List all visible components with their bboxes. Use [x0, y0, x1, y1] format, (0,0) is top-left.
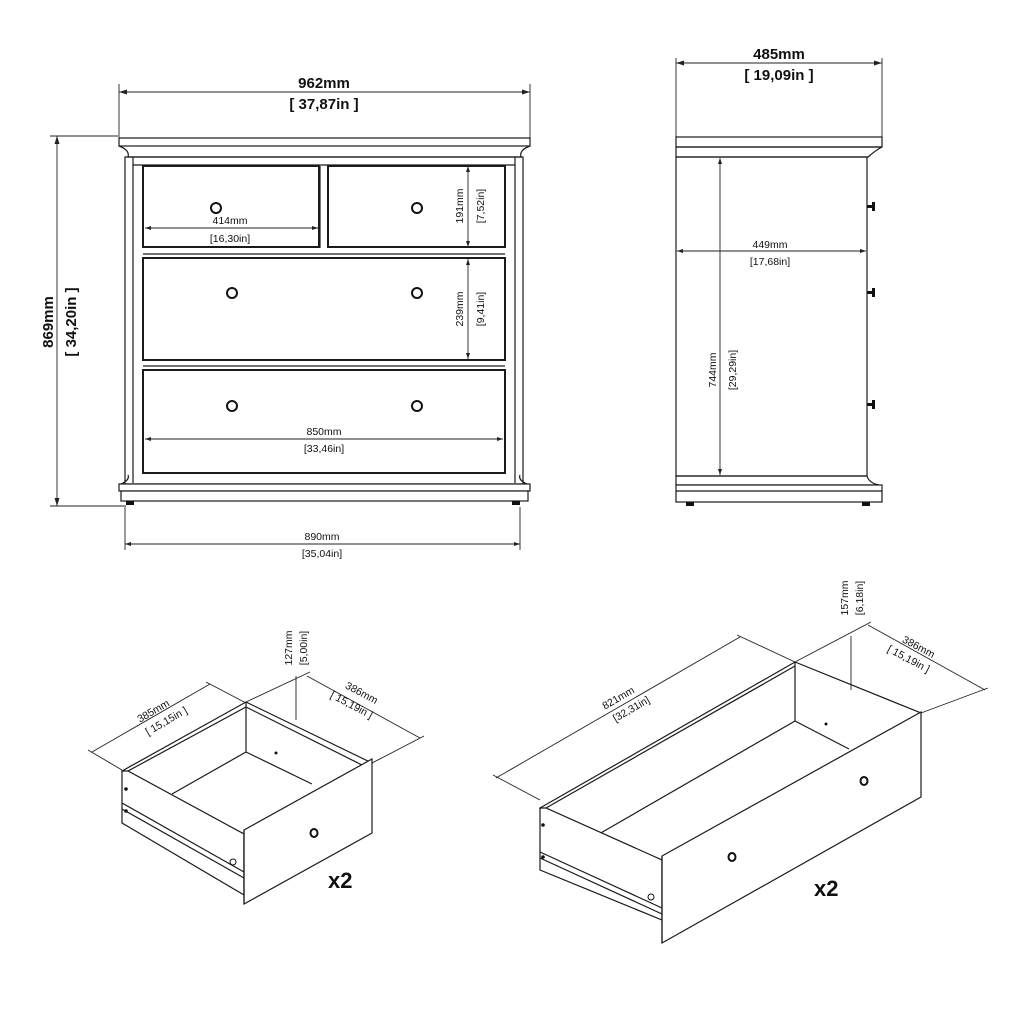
svg-text:485mm: 485mm	[753, 46, 805, 63]
foot	[512, 501, 520, 505]
svg-text:157mm: 157mm	[839, 580, 851, 615]
body-width-dimension: 890mm [35,04in]	[124, 507, 521, 560]
front-view: 962mm [ 37,87in ]	[40, 75, 531, 560]
svg-text:[29,29in]: [29,29in]	[727, 350, 739, 390]
plinth	[120, 490, 529, 502]
small-drawer-height-dimension: 191mm [7,52in]	[454, 166, 487, 247]
overall-width-dimension: 962mm [ 37,87in ]	[118, 75, 531, 140]
small-drawer-isometric: 385mm [ 15,15in ] 386mm [ 15,19in ] 127m…	[87, 630, 425, 906]
svg-text:[ 34,20in ]: [ 34,20in ]	[63, 287, 80, 356]
svg-text:[16,30in]: [16,30in]	[210, 233, 250, 245]
large-drawer-quantity: x2	[814, 876, 838, 901]
svg-text:449mm: 449mm	[752, 239, 787, 251]
knob-icon	[210, 202, 222, 214]
svg-text:191mm: 191mm	[454, 188, 466, 223]
overall-width-in: [ 37,87in ]	[289, 96, 358, 113]
knob-icon	[226, 400, 238, 412]
middle-drawer-height-dimension: 239mm [9,41in]	[454, 259, 487, 359]
body-depth-dimension: 449mm [17,68in]	[677, 239, 866, 268]
svg-text:869mm: 869mm	[40, 296, 57, 348]
small-drawer-width-dimension: 414mm [16,30in]	[145, 215, 318, 245]
svg-text:[5,00in]: [5,00in]	[298, 631, 310, 666]
top-molding	[118, 145, 531, 158]
svg-text:414mm: 414mm	[212, 215, 247, 227]
side-panel	[675, 156, 868, 477]
bottom-drawer-front	[142, 369, 506, 474]
knob-icon	[226, 287, 238, 299]
large-drawer-isometric: 821mm [32,31in] 386mm [ 15,19in ] 157mm …	[492, 580, 989, 945]
knob-icon	[411, 287, 423, 299]
overall-width-mm: 962mm	[298, 75, 350, 92]
side-top-panel	[675, 136, 883, 148]
knob-icon	[411, 400, 423, 412]
knob-icon	[411, 202, 423, 214]
top-panel	[118, 137, 531, 147]
svg-text:239mm: 239mm	[454, 291, 466, 326]
foot	[126, 501, 134, 505]
small-drawer-front-left	[142, 165, 320, 248]
svg-text:890mm: 890mm	[304, 531, 339, 543]
side-plinth	[675, 484, 883, 503]
svg-text:850mm: 850mm	[306, 426, 341, 438]
svg-text:744mm: 744mm	[707, 352, 719, 387]
side-top-molding	[675, 146, 883, 158]
overall-height-dimension: 869mm [ 34,20in ]	[40, 135, 126, 507]
base-molding	[120, 474, 528, 485]
svg-text:[35,04in]: [35,04in]	[302, 548, 342, 560]
middle-drawer-front	[142, 257, 506, 361]
overall-depth-dimension: 485mm [ 19,09in ]	[675, 46, 883, 140]
svg-text:[17,68in]: [17,68in]	[750, 256, 790, 268]
side-view: 485mm [ 19,09in ] 449mm [17,68in] 744mm …	[675, 46, 883, 506]
svg-text:[9,41in]: [9,41in]	[475, 292, 487, 327]
svg-text:127mm: 127mm	[283, 630, 295, 665]
side-base-molding	[675, 475, 880, 486]
side-knobs	[867, 202, 875, 409]
knob-icon	[727, 852, 737, 862]
svg-text:[6,18in]: [6,18in]	[854, 581, 866, 616]
svg-text:[ 19,09in ]: [ 19,09in ]	[744, 67, 813, 84]
knob-icon	[309, 828, 319, 838]
svg-text:[33,46in]: [33,46in]	[304, 443, 344, 455]
small-drawer-height-dimension: 127mm [5,00in]	[283, 630, 310, 720]
small-drawer-quantity: x2	[328, 868, 352, 893]
knob-icon	[859, 776, 869, 786]
large-drawer-height-dimension: 157mm [6,18in]	[839, 580, 866, 690]
small-drawer-front-right	[327, 165, 506, 248]
drawer-front-width-dimension: 850mm [33,46in]	[145, 426, 503, 455]
svg-text:[7,52in]: [7,52in]	[475, 189, 487, 224]
body-height-dimension: 744mm [29,29in]	[707, 158, 739, 475]
